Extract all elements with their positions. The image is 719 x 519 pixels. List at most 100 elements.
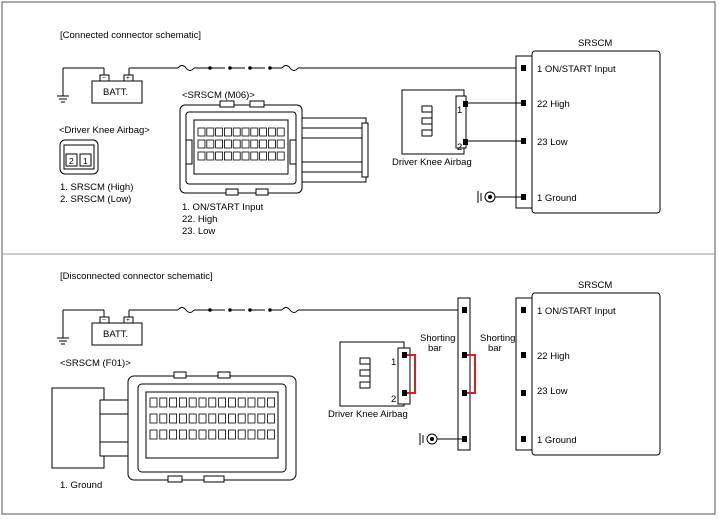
disconnected-srscm-module bbox=[531, 292, 661, 456]
connector-pin-cavity bbox=[198, 413, 207, 424]
connector-pin-cavity bbox=[206, 127, 215, 137]
connector-pin-cavity bbox=[257, 397, 266, 408]
connector-pin-cavity bbox=[178, 429, 187, 440]
harness-strip-pins bbox=[462, 307, 467, 442]
connector-pin-cavity bbox=[223, 151, 232, 161]
disconnected-battery-label: BATT. bbox=[103, 329, 128, 340]
connector-pin-cavity bbox=[208, 397, 217, 408]
connector-pin-cavity bbox=[218, 413, 227, 424]
connector-pin-cavity bbox=[259, 127, 268, 137]
connector-pin-cavity bbox=[169, 397, 178, 408]
svg-text:−: − bbox=[102, 75, 106, 82]
srscm-m06-label: <SRSCM (M06)> bbox=[182, 90, 255, 101]
connector-pin-cavity bbox=[215, 139, 224, 149]
connector-pin-cavity bbox=[218, 429, 227, 440]
connected-module-pins: 1 ON/START Input 22 High 23 Low 1 Ground bbox=[521, 64, 616, 204]
connector-pin-cavity bbox=[178, 413, 187, 424]
airbag-connector-pin-1: 1 bbox=[83, 156, 88, 166]
module-pin-23-low: 23 Low bbox=[537, 137, 568, 148]
connector-pin-cavity bbox=[227, 413, 236, 424]
connector-pin-cavity bbox=[197, 151, 206, 161]
connector-pin-cavity bbox=[188, 397, 197, 408]
connector-pin-cavity bbox=[227, 397, 236, 408]
connector-pin-cavity bbox=[241, 127, 250, 137]
harness-connector-strip bbox=[457, 297, 471, 451]
connector-pin-cavity bbox=[247, 413, 256, 424]
connector-pin-cavity bbox=[206, 139, 215, 149]
srscm-f01-connector bbox=[51, 371, 297, 483]
shorting-bar-right-label-2: bar bbox=[488, 343, 502, 354]
shorting-bar-right bbox=[467, 354, 476, 394]
connector-pin-cavity bbox=[215, 127, 224, 137]
disc-component-pin-1-label: 1 bbox=[391, 357, 396, 368]
connector-pin-cavity bbox=[208, 413, 217, 424]
connector-pin-cavity bbox=[215, 151, 224, 161]
module-pin-ground: 1 Ground bbox=[537, 193, 577, 204]
srscm-pin-list-1: 1. ON/START Input bbox=[182, 202, 264, 213]
connector-pin-cavity bbox=[267, 151, 276, 161]
connected-airbag-component: 1 2 Driver Knee Airbag bbox=[392, 89, 472, 168]
battery: − + BATT. bbox=[91, 74, 143, 104]
connector-pin-cavity bbox=[188, 413, 197, 424]
airbag-connector-label: <Driver Knee Airbag> bbox=[59, 125, 150, 136]
shorting-bar-left-label-1: Shorting bbox=[420, 333, 455, 344]
connector-pin-cavity bbox=[198, 397, 207, 408]
connector-pin-cavity bbox=[208, 429, 217, 440]
connector-pin-cavity bbox=[250, 139, 259, 149]
srscm-f01-label: <SRSCM (F01)> bbox=[60, 358, 131, 369]
connector-pin-cavity bbox=[276, 139, 285, 149]
connector-pin-cavity bbox=[241, 151, 250, 161]
battery-label: BATT. bbox=[103, 87, 128, 98]
svg-text:+: + bbox=[126, 75, 130, 82]
connector-pin-cavity bbox=[149, 429, 158, 440]
component-pin-1-label: 1 bbox=[457, 105, 462, 116]
srscm-pin-list-3: 23. Low bbox=[182, 226, 215, 237]
fuse-switch-chain bbox=[177, 65, 299, 71]
connector-pin-cavity bbox=[237, 429, 246, 440]
connector-pin-cavity bbox=[259, 151, 268, 161]
disconnected-module-title: SRSCM bbox=[578, 280, 612, 291]
connector-pin-cavity bbox=[169, 413, 178, 424]
connector-pin-cavity bbox=[218, 397, 227, 408]
disc-module-pin-on-start: 1 ON/START Input bbox=[537, 306, 616, 317]
svg-text:−: − bbox=[102, 317, 106, 324]
connector-pin-cavity bbox=[276, 151, 285, 161]
connector-pin-cavity bbox=[267, 429, 276, 440]
connector-pin-cavity bbox=[232, 151, 241, 161]
connector-pin-cavity bbox=[159, 429, 168, 440]
srscm-m06-connector bbox=[179, 100, 369, 196]
connected-srscm-connector-strip bbox=[515, 55, 533, 209]
srscm-pin-list-2: 22. High bbox=[182, 214, 217, 225]
connector-pin-cavity bbox=[223, 139, 232, 149]
airbag-pin-list-2: 2. SRSCM (Low) bbox=[60, 194, 131, 205]
component-pin-2-label: 2 bbox=[457, 142, 462, 153]
module-pin-22-high: 22 High bbox=[537, 99, 570, 110]
connected-srscm-module bbox=[531, 50, 661, 214]
shorting-bar-left-label-2: bar bbox=[428, 343, 442, 354]
connector-pin-cavity bbox=[276, 127, 285, 137]
battery-ground-symbol bbox=[57, 68, 69, 103]
connector-pin-cavity bbox=[149, 413, 158, 424]
connected-title: [Connected connector schematic] bbox=[60, 30, 201, 41]
connector-pin-cavity bbox=[232, 139, 241, 149]
connector-pin-cavity bbox=[223, 127, 232, 137]
connector-pin-cavity bbox=[267, 397, 276, 408]
disconnected-srscm-connector-strip bbox=[515, 297, 533, 451]
connector-pin-cavity bbox=[241, 139, 250, 149]
disconnected-battery-ground-symbol bbox=[57, 310, 69, 345]
connector-pin-cavity bbox=[247, 429, 256, 440]
connector-pin-cavity bbox=[237, 397, 246, 408]
connected-section: [Connected connector schematic] − + BATT… bbox=[57, 30, 661, 237]
airbag-pin-list-1: 1. SRSCM (High) bbox=[60, 182, 133, 193]
disconnected-title: [Disconnected connector schematic] bbox=[60, 271, 213, 282]
connector-pin-cavity bbox=[159, 397, 168, 408]
connector-pin-cavity bbox=[159, 413, 168, 424]
disconnected-airbag-label: Driver Knee Airbag bbox=[328, 409, 408, 420]
airbag-connector-pin-2: 2 bbox=[69, 156, 74, 166]
connector-pin-cavity bbox=[257, 429, 266, 440]
svg-text:+: + bbox=[126, 317, 130, 324]
connector-pin-cavity bbox=[198, 429, 207, 440]
connector-pin-cavity bbox=[206, 151, 215, 161]
